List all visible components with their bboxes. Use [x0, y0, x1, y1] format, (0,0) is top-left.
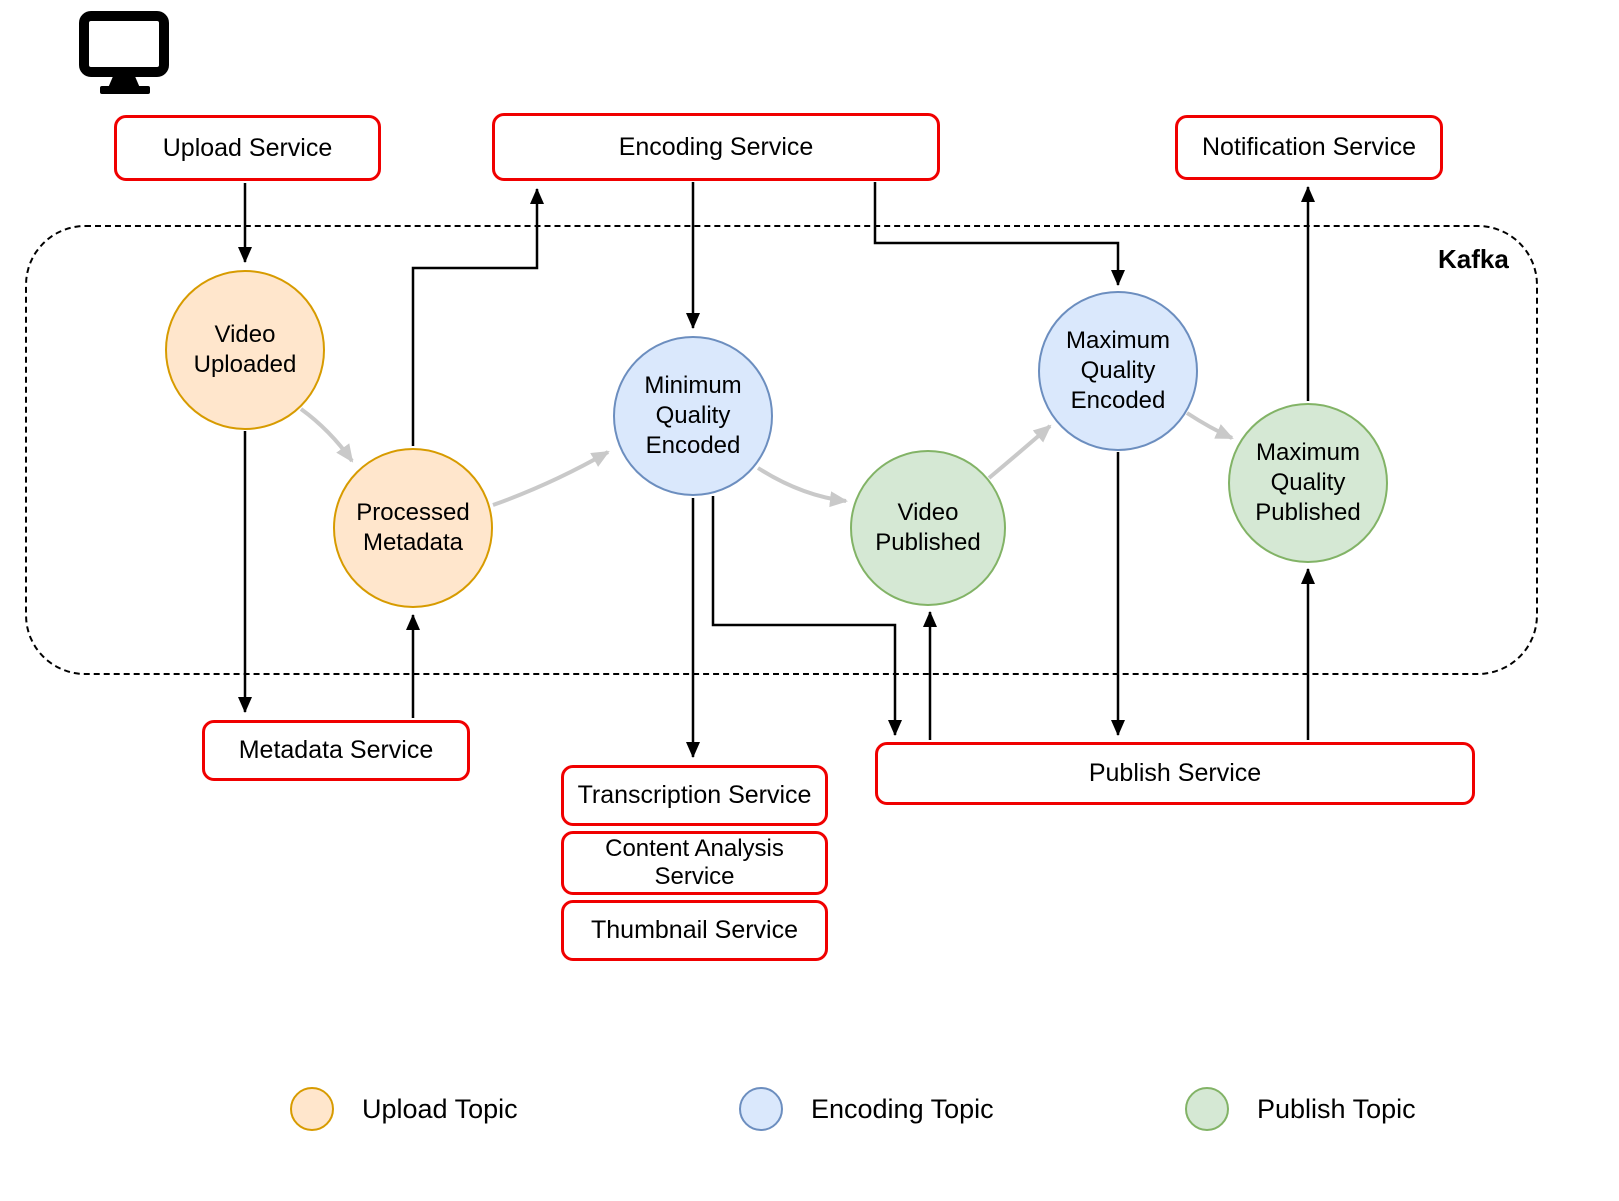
topic-minimum-quality-encoded: Minimum Quality Encoded — [613, 336, 773, 496]
node-thumbnail-service: Thumbnail Service — [561, 900, 828, 961]
node-transcription-service: Transcription Service — [561, 765, 828, 826]
node-publish-service: Publish Service — [875, 742, 1475, 805]
node-encoding-service: Encoding Service — [492, 113, 940, 181]
upload-topic-swatch — [290, 1087, 334, 1131]
topic-maximum-quality-published: Maximum Quality Published — [1228, 403, 1388, 563]
legend-item-encoding-topic: Encoding Topic — [739, 1087, 994, 1131]
encoding-topic-swatch — [739, 1087, 783, 1131]
node-notification-service: Notification Service — [1175, 115, 1443, 180]
node-metadata-service: Metadata Service — [202, 720, 470, 781]
monitor-icon — [78, 10, 172, 101]
legend: Upload Topic Encoding Topic Publish Topi… — [0, 1080, 1619, 1150]
legend-label-publish-topic: Publish Topic — [1257, 1093, 1416, 1124]
kafka-label: Kafka — [1438, 244, 1509, 274]
legend-label-encoding-topic: Encoding Topic — [811, 1093, 994, 1124]
publish-topic-swatch — [1185, 1087, 1229, 1131]
legend-item-upload-topic: Upload Topic — [290, 1087, 518, 1131]
node-upload-service: Upload Service — [114, 115, 381, 181]
legend-label-upload-topic: Upload Topic — [362, 1093, 518, 1124]
topic-processed-metadata: Processed Metadata — [333, 448, 493, 608]
topic-video-uploaded: Video Uploaded — [165, 270, 325, 430]
topic-maximum-quality-encoded: Maximum Quality Encoded — [1038, 291, 1198, 451]
legend-item-publish-topic: Publish Topic — [1185, 1087, 1416, 1131]
node-content-analysis-service: Content Analysis Service — [561, 831, 828, 895]
topic-video-published: Video Published — [850, 450, 1006, 606]
